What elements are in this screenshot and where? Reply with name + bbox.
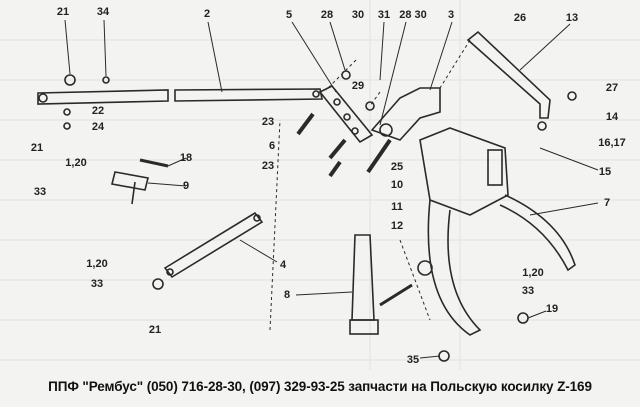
part-label: 31: [377, 9, 391, 21]
leader-lines: [64, 19, 599, 359]
part-9-shaft: [111, 158, 169, 205]
part-label: 6: [268, 140, 276, 152]
part-7-fork: [419, 127, 576, 336]
part-label: 25: [390, 161, 404, 173]
part-label: 15: [598, 166, 612, 178]
part-label: 14: [605, 111, 619, 123]
part-label: 10: [390, 179, 404, 191]
part-label: 13: [565, 12, 579, 24]
part-label: 24: [91, 121, 105, 133]
part-label: 7: [603, 197, 611, 209]
part-label: 35: [406, 354, 420, 366]
part-label: 21: [148, 324, 162, 336]
part-label: 33: [33, 186, 47, 198]
part-label: 23: [261, 160, 275, 172]
part-4-link: [163, 211, 264, 279]
part-label: 1,20: [86, 258, 108, 270]
part-label: 28: [320, 9, 334, 21]
part-13-lever: [466, 30, 577, 131]
part-label: 12: [390, 220, 404, 232]
bolts: [296, 112, 392, 178]
part-label: 1,20: [65, 157, 87, 169]
part-label: 9: [182, 180, 190, 192]
part-label: 29: [351, 80, 365, 92]
part-label: 4: [279, 259, 287, 271]
part-2-rod: [37, 88, 323, 105]
part-label: 11: [391, 201, 403, 213]
part-label: 18: [179, 152, 193, 164]
part-label: 27: [605, 82, 619, 94]
footer-caption: ППФ "Рембус" (050) 716-28-30, (097) 329-…: [48, 379, 592, 394]
part-label: 19: [545, 303, 559, 315]
part-label: 5: [285, 9, 293, 21]
washers: [63, 70, 529, 362]
part-label: 26: [513, 12, 527, 24]
part-3-bracket: [370, 87, 441, 141]
part-label: 16,17: [598, 137, 626, 149]
part-label: 21: [30, 142, 44, 154]
part-5-plate: [318, 84, 374, 144]
part-label: 34: [96, 6, 110, 18]
assembly-dashed-lines: [269, 39, 471, 331]
part-label: 33: [90, 278, 104, 290]
part-label: 1,20: [522, 267, 544, 279]
background-table-ghost: [0, 0, 640, 370]
part-label: 33: [521, 285, 535, 297]
part-8-pin: [349, 234, 413, 335]
part-label: 30: [351, 9, 365, 21]
part-label: 22: [91, 105, 105, 117]
part-label: 21: [56, 6, 70, 18]
part-label: 8: [283, 289, 291, 301]
part-label: 23: [261, 116, 275, 128]
part-label: 3: [447, 9, 455, 21]
part-label: 28 30: [399, 9, 427, 21]
part-label: 2: [203, 8, 211, 20]
